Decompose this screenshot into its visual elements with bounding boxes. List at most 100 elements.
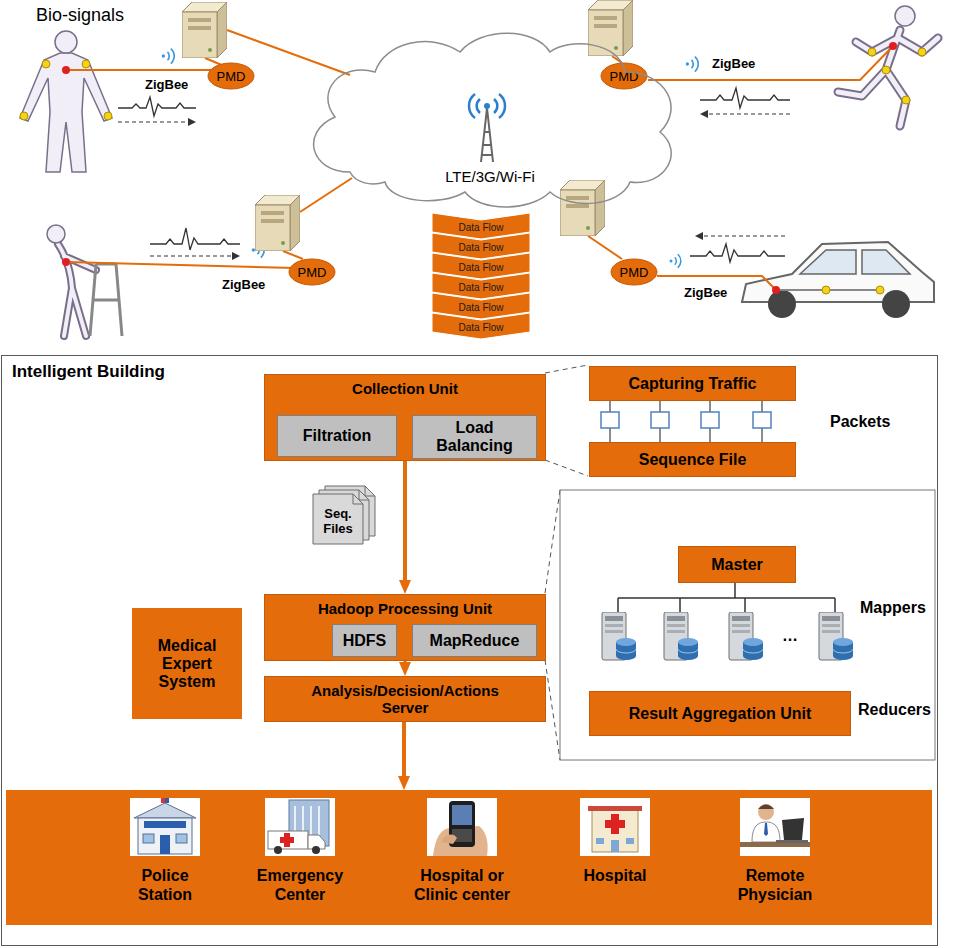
label-slot: ZigBee (712, 56, 755, 72)
police-icon (161, 798, 165, 803)
gateway-server (560, 180, 605, 236)
elderly-figure (90, 264, 122, 336)
emergency-icon (274, 846, 282, 854)
device-link (283, 251, 303, 259)
device-link (648, 46, 893, 80)
ellipsis-mark: … (782, 626, 798, 645)
phone-icon (452, 805, 472, 825)
ecg-waveform (150, 228, 240, 250)
police-icon (130, 798, 200, 856)
cell-tower (481, 108, 493, 162)
physician-icon (752, 822, 780, 842)
module-box: MapReduce (412, 624, 537, 657)
node-label: Data Flow (458, 242, 503, 254)
document-page (313, 494, 363, 544)
sensor-dot (868, 48, 876, 56)
sensor-dot (876, 286, 884, 294)
runner-figure (895, 6, 915, 26)
hospital-icon (596, 838, 604, 844)
process-box: Result Aggregation Unit (589, 691, 851, 736)
phone-icon (441, 835, 457, 844)
node-label: PMD (610, 69, 639, 84)
sensor-dot (42, 60, 50, 68)
node-label: Master (711, 556, 763, 574)
wireless-symbol (670, 254, 681, 268)
label-slot: Emergency Center (240, 866, 360, 904)
protocol-label: ZigBee (222, 277, 265, 293)
wireless-symbol (162, 49, 175, 64)
oval-shape (611, 259, 657, 285)
device-link (66, 69, 215, 71)
hospital-icon (611, 840, 619, 852)
sensor-dot (62, 258, 70, 266)
police-icon (130, 798, 200, 856)
node-label: Data Flow (458, 322, 503, 334)
wireless-symbol (686, 57, 699, 72)
police-icon (138, 818, 192, 854)
process-box: Master (678, 546, 796, 583)
page-fold (359, 490, 369, 500)
mapper-server (602, 612, 636, 660)
module-box: HDFS (332, 624, 397, 657)
police-icon (134, 803, 196, 818)
node-label: PMD (298, 265, 327, 280)
hospital-icon (580, 798, 650, 856)
process-box: Capturing Traffic (589, 366, 796, 401)
ecg-waveform (700, 88, 790, 108)
police-icon (160, 835, 170, 854)
chevron-shape (432, 313, 530, 339)
module-box: Load Balancing (412, 415, 537, 459)
page-fold (365, 486, 375, 496)
physician-icon (776, 840, 808, 843)
hospital-icon (626, 838, 634, 844)
packet-square (601, 412, 771, 428)
protocol-label: ZigBee (145, 77, 188, 93)
police-icon (144, 821, 186, 828)
hospital-icon (605, 814, 625, 834)
gateway-server (182, 2, 227, 58)
node-label: PMD (217, 69, 246, 84)
sensor-dot (62, 66, 70, 74)
gateway-server (182, 0, 633, 251)
process-box: Sequence File (589, 442, 796, 477)
destination-caption: Hospital (565, 866, 665, 885)
zoom-line (545, 365, 588, 760)
flow-arrow (403, 461, 407, 582)
patient-figure (55, 31, 77, 53)
signal-arrow (697, 235, 785, 236)
ecg-waveform (118, 97, 196, 116)
phone-icon (427, 798, 497, 856)
node-label: Analysis/Decision/Actions Server (290, 682, 520, 716)
cell-tower (469, 94, 505, 118)
destination-caption: Hospital or Clinic center (397, 866, 527, 904)
physician-icon (740, 798, 810, 856)
label-slot: Hospital or Clinic center (397, 866, 527, 904)
physician-icon (782, 818, 804, 840)
destination-caption: Remote Physician (720, 866, 830, 904)
signal-label: Bio-signals (36, 4, 124, 26)
module-box: Filtration (277, 415, 397, 457)
physician-icon (740, 798, 810, 856)
cell-tower (469, 94, 505, 162)
sensor-dot (20, 42, 926, 294)
zoom-line (545, 460, 588, 476)
car-figure (742, 242, 934, 318)
section-label: Reducers (858, 700, 931, 719)
protocol-label: ZigBee (684, 285, 727, 301)
packet-square (701, 412, 719, 428)
label-slot: Police Station (115, 866, 215, 904)
expert-system-box: Medical Expert System (132, 608, 242, 719)
signal-arrow (150, 255, 238, 256)
packet-square (651, 412, 669, 428)
police-icon (165, 798, 169, 803)
building-frame: Intelligent BuildingCollection UnitFiltr… (1, 355, 938, 946)
mapper-server (602, 612, 853, 660)
node-label: LTE/3G/Wi-Fi (445, 168, 535, 185)
phone-icon (427, 798, 497, 856)
gateway-server (255, 195, 300, 251)
physician-icon (758, 805, 774, 810)
device-link (300, 178, 352, 212)
emergency-icon (265, 798, 335, 856)
sensor-dot (822, 286, 830, 294)
